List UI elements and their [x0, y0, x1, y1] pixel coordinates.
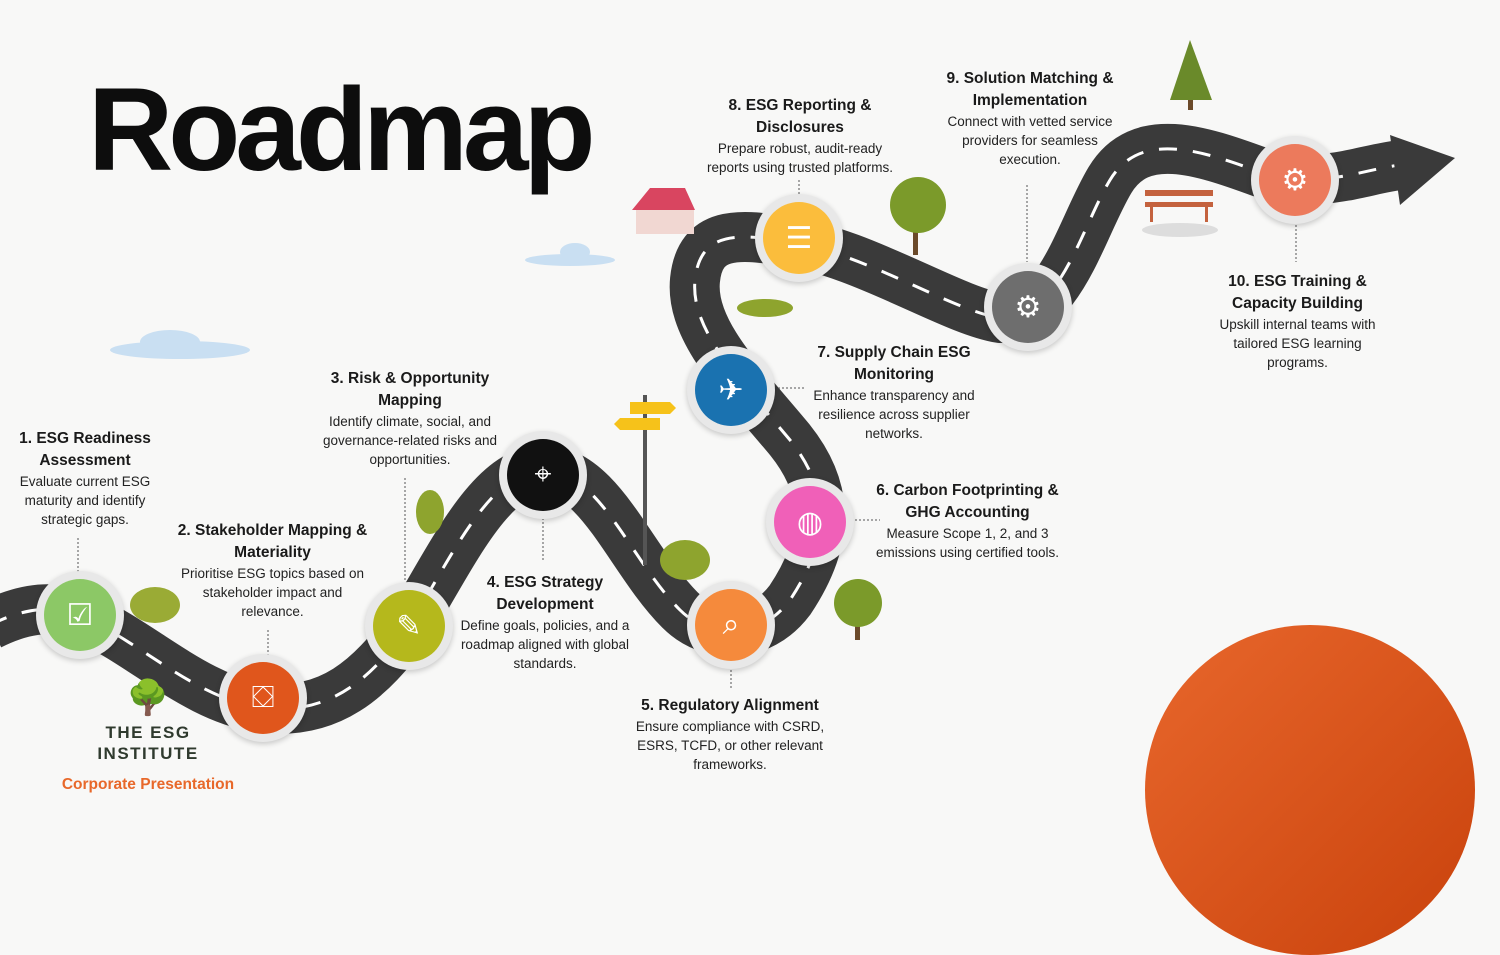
step-description: Enhance transparency and resilience acro… — [813, 388, 975, 441]
step-title: 6. Carbon Footprinting & GHG Accounting — [876, 482, 1059, 521]
logo-subtitle: Corporate Presentation — [61, 776, 235, 793]
step-description: Prepare robust, audit-ready reports usin… — [706, 141, 894, 175]
dotted-connectors — [77, 180, 1297, 688]
decorative-orange-circle — [1145, 625, 1475, 955]
step-node-10: ⚙ — [1251, 136, 1339, 224]
tree-decorations — [130, 40, 1212, 640]
page-title: Roadmap — [88, 64, 596, 196]
map-compass-icon: ⌖ — [507, 439, 579, 511]
step-title: 9. Solution Matching & Implementation — [946, 70, 1114, 109]
step-node-1: ☑ — [36, 571, 124, 659]
step-node-9: ⚙ — [984, 263, 1072, 351]
signpost-decoration — [614, 395, 676, 565]
step-title: 7. Supply Chain ESG Monitoring — [817, 344, 971, 383]
pencil-star-icon: ✎ — [373, 590, 445, 662]
step-title: 10. ESG Training & Capacity Building — [1228, 273, 1367, 312]
globe-plane-icon: ✈ — [695, 354, 767, 426]
bench-decoration — [1142, 190, 1218, 237]
step-node-6: ◍ — [766, 478, 854, 566]
house-decoration — [632, 188, 695, 234]
step-description: Evaluate current ESG maturity and identi… — [19, 474, 151, 527]
step-node-7: ✈ — [687, 346, 775, 434]
step-node-8: ☰ — [755, 194, 843, 282]
step-description: Connect with vetted service providers fo… — [947, 114, 1113, 167]
step-description: Measure Scope 1, 2, and 3 emissions usin… — [875, 526, 1060, 560]
road-centerline — [0, 147, 1401, 711]
step-description: Identify climate, social, and governance… — [322, 414, 498, 467]
globe-leaf-icon: ◍ — [774, 486, 846, 558]
step-title: 4. ESG Strategy Development — [486, 574, 604, 613]
step-description: Prioritise ESG topics based on stakehold… — [180, 566, 365, 619]
step-title: 8. ESG Reporting & Disclosures — [728, 97, 872, 136]
box-idea-icon: ⚙ — [992, 271, 1064, 343]
road-arrow-head — [1390, 135, 1455, 205]
step-description: Upskill internal teams with tailored ESG… — [1219, 317, 1376, 370]
logo: 🌳 THE ESG INSTITUTE Corporate Presentati… — [60, 680, 236, 794]
step-description: Ensure compliance with CSRD, ESRS, TCFD,… — [635, 719, 825, 772]
clouds — [110, 243, 615, 359]
box-target-icon: ⛋ — [227, 662, 299, 734]
checklist-icon: ☑ — [44, 579, 116, 651]
step-description: Define goals, policies, and a roadmap al… — [460, 618, 630, 671]
head-gears-icon: ⚙ — [1259, 144, 1331, 216]
step-title: 2. Stakeholder Mapping & Materiality — [177, 522, 368, 561]
tree-logo-icon: 🌳 — [126, 679, 170, 717]
step-title: 5. Regulatory Alignment — [641, 697, 819, 714]
step-title: 3. Risk & Opportunity Mapping — [330, 370, 490, 409]
step-node-5: ⌕ — [687, 581, 775, 669]
step-node-2: ⛋ — [219, 654, 307, 742]
step-node-4: ⌖ — [499, 431, 587, 519]
step-node-3: ✎ — [365, 582, 453, 670]
book-search-icon: ⌕ — [695, 589, 767, 661]
step-title: 1. ESG Readiness Assessment — [19, 430, 151, 469]
report-icon: ☰ — [763, 202, 835, 274]
logo-name: THE ESG INSTITUTE — [97, 723, 199, 763]
